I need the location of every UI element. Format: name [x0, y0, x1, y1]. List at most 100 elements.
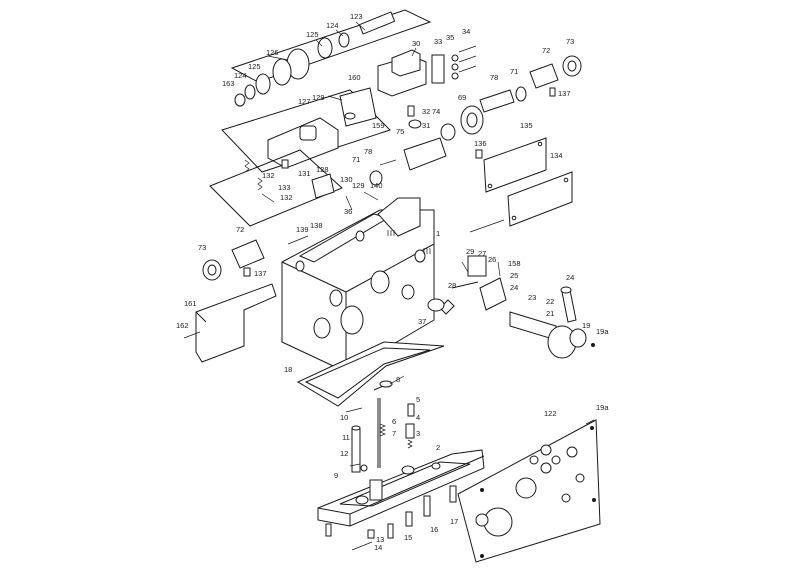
part-37 [439, 299, 455, 315]
label-5: 5 [416, 395, 420, 404]
lever-22 [561, 289, 577, 323]
block-24 [479, 277, 507, 311]
label-28: 28 [448, 281, 456, 290]
label-12: 12 [340, 449, 348, 458]
shaft-assembly-top [230, 9, 432, 107]
label-15: 15 [404, 533, 412, 542]
part-labels: 123 124 125 126 163 124 125 30 33 35 34 … [176, 12, 609, 552]
label-78a: 78 [490, 73, 498, 82]
bearing-72a [529, 63, 559, 89]
label-10: 10 [340, 413, 348, 422]
bracket-160 [339, 87, 377, 127]
gear-69-shaft-75 [403, 105, 484, 171]
label-32: 32 [422, 107, 430, 116]
label-124a: 124 [326, 21, 339, 30]
label-25: 25 [510, 271, 518, 280]
label-137b: 137 [254, 269, 267, 278]
label-3: 3 [416, 429, 420, 438]
lever-assembly [427, 255, 595, 359]
label-162: 162 [176, 321, 189, 330]
label-125a: 125 [306, 30, 319, 39]
plate-135 [483, 137, 547, 193]
label-132b: 132 [280, 193, 293, 202]
label-21: 21 [546, 309, 554, 318]
bracket-30-group [377, 45, 477, 97]
label-135: 135 [520, 121, 533, 130]
label-130: 130 [340, 175, 353, 184]
label-158: 158 [508, 259, 521, 268]
label-127: 127 [298, 97, 311, 106]
label-8: 8 [396, 375, 400, 384]
label-34: 34 [462, 27, 470, 36]
label-125b: 125 [248, 62, 261, 71]
label-29: 29 [466, 247, 474, 256]
label-37: 37 [418, 317, 426, 326]
label-11: 11 [342, 433, 350, 442]
bearing-125a [317, 37, 333, 59]
label-75: 75 [396, 127, 404, 136]
shaft-123 [358, 11, 396, 35]
label-13: 13 [376, 535, 384, 544]
label-14: 14 [374, 543, 382, 552]
plates-135-134 [475, 137, 573, 227]
label-140: 140 [370, 181, 383, 190]
ring-124a [338, 32, 350, 48]
label-126: 126 [266, 48, 279, 57]
main-housing-1 [281, 197, 435, 373]
ring-71a [515, 86, 527, 102]
label-78b: 78 [364, 147, 372, 156]
ring-74 [440, 123, 456, 141]
label-33: 33 [434, 37, 442, 46]
plate-134 [507, 171, 573, 227]
label-129b: 129 [352, 181, 365, 190]
label-161: 161 [184, 299, 197, 308]
block-128 [311, 173, 335, 199]
label-134: 134 [550, 151, 563, 160]
label-19: 19 [582, 321, 590, 330]
label-133: 133 [278, 183, 291, 192]
bracket-160-159 [221, 87, 391, 173]
label-137a: 137 [558, 89, 571, 98]
label-124b: 124 [234, 71, 247, 80]
pin-16 [423, 495, 431, 517]
label-6: 6 [392, 417, 396, 426]
label-22: 22 [546, 297, 554, 306]
label-69: 69 [458, 93, 466, 102]
label-132a: 132 [262, 171, 275, 180]
shaft-33 [431, 54, 445, 84]
label-128: 128 [316, 165, 329, 174]
nut-31 [408, 119, 422, 129]
label-122: 122 [544, 409, 557, 418]
shaft-75 [403, 137, 447, 171]
rods-3-12 [345, 380, 415, 473]
label-24b: 24 [566, 273, 574, 282]
bearing-72b [231, 239, 265, 269]
label-35: 35 [446, 33, 454, 42]
label-1: 1 [436, 229, 440, 238]
label-159: 159 [372, 121, 385, 130]
label-19a2: 19a [596, 403, 609, 412]
label-7: 7 [392, 429, 396, 438]
label-24a: 24 [510, 283, 518, 292]
label-139: 139 [296, 225, 309, 234]
label-136: 136 [474, 139, 487, 148]
label-17: 17 [450, 517, 458, 526]
ring-71b [369, 170, 383, 186]
label-131: 131 [298, 169, 311, 178]
gasket-18 [296, 341, 445, 407]
leader-lines [267, 21, 595, 425]
label-71b: 71 [352, 155, 360, 164]
label-18: 18 [284, 365, 292, 374]
small-parts-78-71 [345, 159, 397, 211]
label-71a: 71 [510, 67, 518, 76]
label-36: 36 [344, 207, 352, 216]
label-123: 123 [350, 12, 363, 21]
label-4: 4 [416, 413, 420, 422]
label-160: 160 [348, 73, 361, 82]
label-31: 31 [422, 121, 430, 130]
plate-122 [457, 419, 601, 563]
label-74: 74 [432, 107, 440, 116]
label-129a: 129 [312, 93, 325, 102]
